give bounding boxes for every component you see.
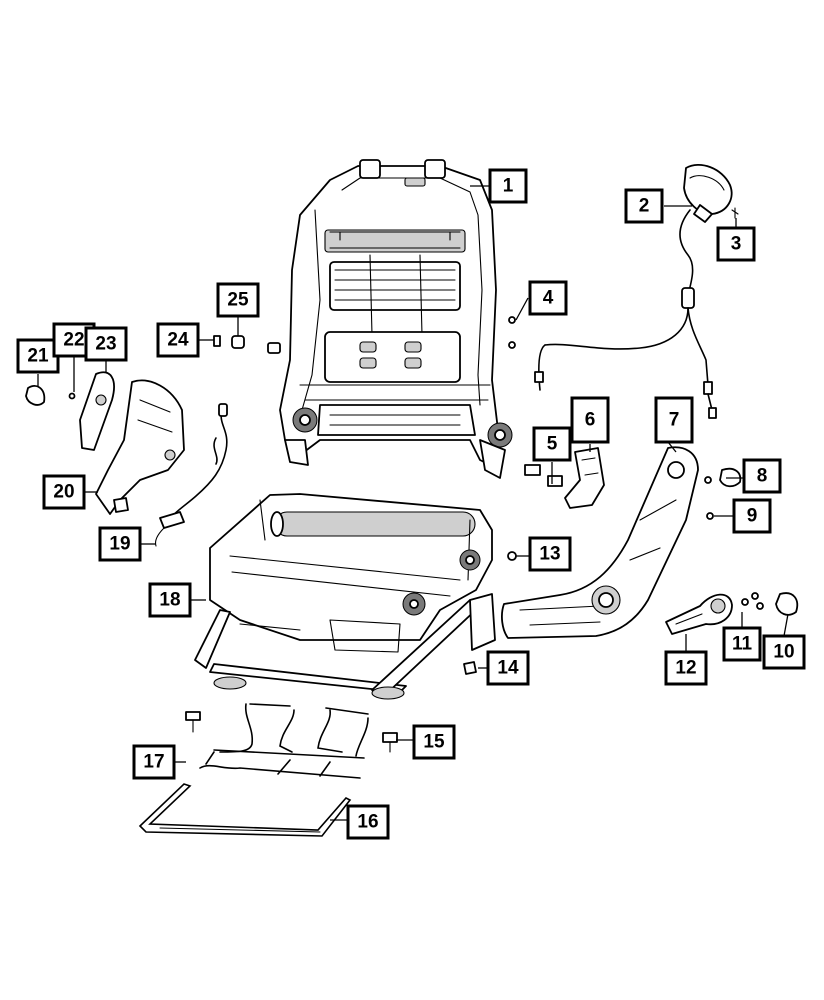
- release-cable: [154, 403, 228, 547]
- svg-text:7: 7: [669, 410, 680, 431]
- side-shield: [501, 446, 699, 639]
- svg-text:8: 8: [757, 466, 768, 487]
- callout-10: 10: [762, 634, 806, 670]
- callout-7: 7: [654, 396, 694, 444]
- svg-text:19: 19: [109, 534, 130, 555]
- callout-17: 17: [132, 744, 176, 780]
- svg-text:22: 22: [63, 330, 84, 351]
- callout-8: 8: [742, 458, 782, 494]
- svg-text:16: 16: [357, 812, 378, 833]
- callout-12: 12: [664, 650, 708, 686]
- cushion-wire-rod: [138, 783, 352, 837]
- small-parts-right: [704, 467, 799, 616]
- cushion-springs: [199, 703, 369, 779]
- callout-14: 14: [486, 650, 530, 686]
- small-parts-24-25: [213, 335, 245, 349]
- svg-text:11: 11: [732, 634, 753, 655]
- callout-19: 19: [98, 526, 142, 562]
- svg-text:9: 9: [747, 506, 758, 527]
- svg-text:17: 17: [143, 752, 164, 773]
- callout-3: 3: [716, 226, 756, 262]
- svg-text:18: 18: [159, 590, 180, 611]
- fasteners-13-14: [463, 551, 517, 675]
- callout-20: 20: [42, 474, 86, 510]
- recliner-handle: [665, 593, 733, 635]
- callout-13: 13: [528, 536, 572, 572]
- callout-21: 21: [16, 338, 60, 374]
- callout-5: 5: [532, 426, 572, 462]
- svg-text:13: 13: [539, 544, 560, 565]
- bracket-5-6: [524, 447, 605, 509]
- switch-harness-assembly: [534, 163, 739, 419]
- svg-text:6: 6: [585, 410, 596, 431]
- callout-4: 4: [528, 280, 568, 316]
- callout-15: 15: [412, 724, 456, 760]
- leader-lines: [37, 185, 789, 821]
- svg-text:2: 2: [639, 196, 650, 217]
- svg-text:5: 5: [547, 434, 558, 455]
- callout-9: 9: [732, 498, 772, 534]
- small-parts-left: [25, 371, 115, 451]
- svg-text:3: 3: [731, 234, 742, 255]
- svg-text:14: 14: [497, 658, 519, 679]
- screws-15: [185, 711, 398, 753]
- svg-text:24: 24: [167, 330, 189, 351]
- callout-23: 23: [84, 326, 128, 362]
- svg-text:23: 23: [95, 334, 116, 355]
- svg-text:25: 25: [227, 290, 249, 311]
- fasteners-4: [508, 316, 516, 349]
- svg-text:21: 21: [27, 346, 49, 367]
- svg-text:20: 20: [53, 482, 74, 503]
- callout-11: 11: [722, 626, 762, 662]
- callout-25: 25: [216, 282, 260, 318]
- svg-text:1: 1: [503, 176, 514, 197]
- callout-18: 18: [148, 582, 192, 618]
- seat-cushion-frame: [194, 493, 496, 700]
- callout-24: 24: [156, 322, 200, 358]
- callout-16: 16: [346, 804, 390, 840]
- callout-1: 1: [488, 168, 528, 204]
- svg-text:10: 10: [773, 642, 794, 663]
- callout-2: 2: [624, 188, 664, 224]
- callout-6: 6: [570, 396, 610, 444]
- seat-back-frame: [267, 159, 513, 479]
- svg-text:15: 15: [423, 732, 445, 753]
- svg-text:4: 4: [543, 288, 554, 309]
- callouts: 1 2 3 4 5 6 7 8 9 10 11 12 13 14 15 16 1…: [16, 168, 806, 840]
- inner-side-cover: [95, 379, 185, 515]
- svg-text:12: 12: [675, 658, 696, 679]
